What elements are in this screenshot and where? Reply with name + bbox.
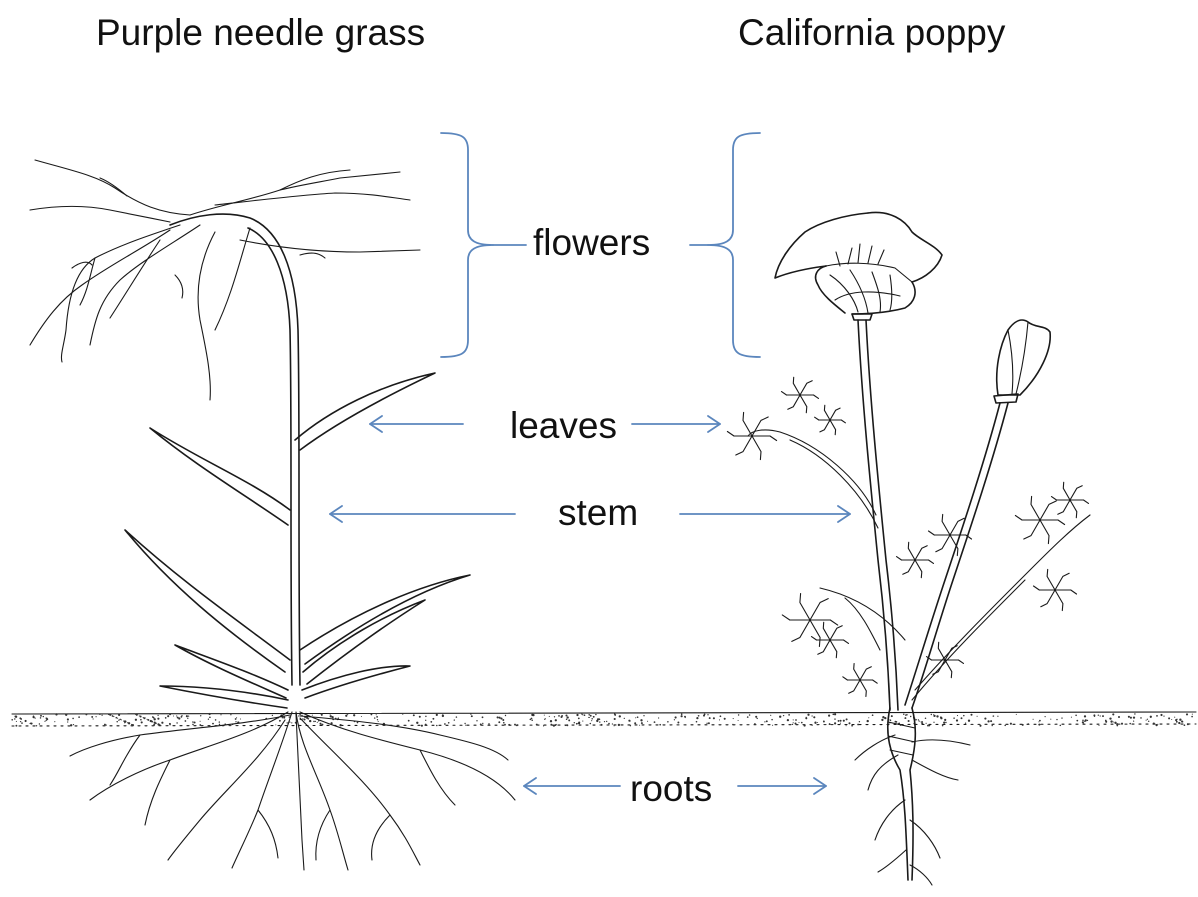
needle-grass-flowers [30,160,420,685]
stem-arrow-left [330,506,515,522]
poppy-leaf-frond [727,412,776,459]
flowers-brace-right [708,133,760,357]
label-roots: roots [630,768,712,810]
poppy-leaves [727,377,1088,696]
label-stem: stem [558,492,638,534]
soil-line [11,712,1196,727]
poppy-open-flower [775,212,942,320]
poppy-leaf-frond [782,377,819,412]
poppy-bud [994,320,1050,403]
poppy-leaf-frond [815,405,846,434]
poppy-leaf-frond [1034,569,1077,610]
poppy-leaf-frond [1052,482,1089,517]
roots-arrow-right [738,778,826,794]
poppy-stems [748,320,1090,710]
poppy-leaf-frond [843,664,877,697]
roots-arrow-left [524,778,620,794]
flowers-brace-left [441,133,493,357]
label-flowers: flowers [533,222,650,264]
poppy-leaf-frond [897,542,934,577]
needle-grass-roots [70,712,515,870]
poppy-leaf-frond [812,622,849,657]
leaves-arrow-left [370,416,463,432]
label-leaves: leaves [510,405,617,447]
poppy-leaf-frond [1015,496,1064,543]
leaves-arrow-right [632,416,720,432]
poppy-root [855,708,970,885]
stem-arrow-right [680,506,850,522]
